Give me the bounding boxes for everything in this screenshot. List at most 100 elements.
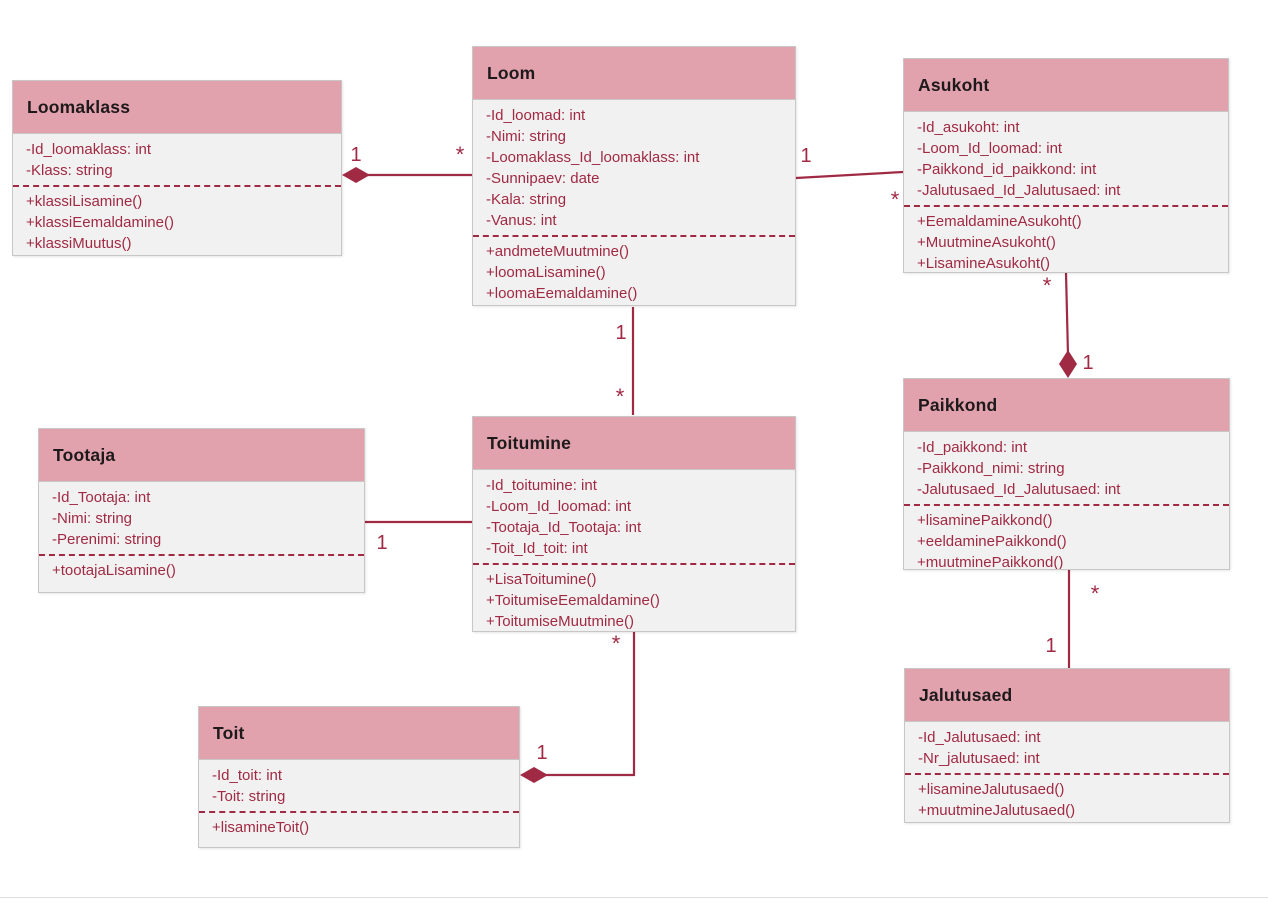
class-title: Toit — [213, 722, 245, 743]
member-row: +lisaminePaikkond() — [917, 512, 1053, 529]
methods-section: +EemaldamineAsukoht()+MuutmineAsukoht()+… — [904, 211, 1228, 272]
class-tootaja[interactable]: Tootaja -Id_Tootaja: int-Nimi: string-Pe… — [38, 428, 365, 593]
member-row: -Sunnipaev: date — [486, 170, 600, 187]
member-separator — [905, 773, 1229, 775]
class-header: Paikkond — [904, 379, 1229, 432]
connector-tootaja-toitumine[interactable]: 1 — [365, 520, 472, 554]
member-row: -Id_loomad: int — [486, 107, 586, 124]
member-row: -Paikkond_id_paikkond: int — [917, 161, 1097, 178]
member-separator — [199, 811, 519, 813]
member-row: +EemaldamineAsukoht() — [917, 213, 1082, 230]
multiplicity-label: * — [456, 142, 465, 167]
multiplicity-label: 1 — [1082, 352, 1093, 374]
member-row: +eeldaminePaikkond() — [917, 533, 1067, 550]
methods-section: +tootajaLisamine() — [39, 560, 364, 581]
member-separator — [904, 504, 1229, 506]
multiplicity-label: 1 — [376, 532, 387, 554]
member-row: -Paikkond_nimi: string — [917, 460, 1065, 477]
attributes-section: -Id_asukoht: int -Loom_Id_loomad: int -Pai… — [904, 117, 1228, 201]
connector-asukoht-paikkond[interactable]: * 1 — [1043, 272, 1094, 378]
aggregation-diamond-icon — [520, 767, 548, 783]
member-row: +andmeteMuutmine() — [486, 243, 629, 260]
connector-loomaklass-loom[interactable]: 1 * — [342, 142, 472, 183]
member-separator — [473, 235, 795, 237]
member-row: +ToitumiseEemaldamine() — [486, 592, 660, 609]
member-row: -Id_asukoht: int — [917, 119, 1020, 136]
attributes-section: -Id_toitumine: int-Loom_Id_loomad: int-T… — [473, 475, 795, 559]
class-toitumine[interactable]: Toitumine -Id_toitumine: int-Loom_Id_loo… — [472, 416, 796, 632]
class-loom[interactable]: Loom -Id_loomad: int -Nimi: string -Loomak… — [472, 46, 796, 306]
member-row: -Nimi: string — [486, 128, 567, 145]
multiplicity-label: 1 — [536, 742, 547, 764]
class-jalutusaed[interactable]: Jalutusaed -Id_Jalutusaed: int-Nr_jalutu… — [904, 668, 1230, 823]
association-line[interactable] — [534, 632, 636, 777]
page-bottom-divider — [0, 897, 1268, 898]
member-row: -Jalutusaed_Id_Jalutusaed: int — [917, 481, 1121, 498]
class-body: -Id_toit: int -Toit: string +lisamineToit… — [199, 760, 519, 844]
class-loomaklass[interactable]: Loomaklass -Id_loomaklass: int-Klass: st… — [12, 80, 342, 256]
association-line[interactable] — [795, 170, 904, 180]
attributes-section: -Id_Tootaja: int-Nimi: string-Perenimi: … — [39, 487, 364, 550]
member-separator — [904, 205, 1228, 207]
class-title: Loom — [487, 62, 536, 83]
member-row: -Toit_Id_toit: int — [486, 540, 588, 557]
member-row: +loomaEemaldamine() — [486, 285, 638, 302]
association-line[interactable] — [1064, 272, 1070, 356]
class-title: Loomaklass — [27, 96, 131, 117]
methods-section: +lisaminePaikkond() +eeldaminePaikkond() +… — [904, 510, 1229, 570]
member-row: +tootajaLisamine() — [52, 562, 176, 579]
methods-section: +andmeteMuutmine() +loomaLisamine() +looma… — [473, 241, 795, 304]
connector-loom-asukoht[interactable]: 1 * — [795, 145, 904, 212]
methods-section: +klassiLisamine()+klassiEemaldamine()+kl… — [13, 191, 341, 254]
member-row: -Id_loomaklass: int — [26, 141, 152, 158]
methods-section: +LisaToitumine()+ToitumiseEemaldamine()+… — [473, 569, 795, 631]
class-toit[interactable]: Toit -Id_toit: int -Toit: string +lisamin… — [198, 706, 520, 848]
member-separator — [39, 554, 364, 556]
class-header: Jalutusaed — [905, 669, 1229, 722]
connector-loom-toitumine[interactable]: 1 * — [615, 307, 635, 415]
aggregation-diamond-icon — [342, 167, 370, 183]
multiplicity-label: * — [1091, 581, 1100, 606]
member-row: +lisamineToit() — [212, 819, 310, 836]
class-title: Toitumine — [487, 432, 572, 453]
attributes-section: -Id_toit: int -Toit: string — [199, 765, 519, 807]
member-row: +ToitumiseMuutmine() — [486, 613, 634, 630]
class-title: Tootaja — [53, 444, 116, 465]
connector-paikkond-jalutusaed[interactable]: * 1 — [1045, 570, 1100, 668]
multiplicity-label: * — [1043, 273, 1052, 298]
member-row: -Kala: string — [486, 191, 567, 208]
methods-section: +lisamineJalutusaed()+muutmineJalutusaed… — [905, 779, 1229, 821]
methods-section: +lisamineToit() — [199, 817, 519, 838]
connector-toitumine-toit[interactable]: * 1 — [520, 631, 636, 783]
class-body: -Id_Jalutusaed: int-Nr_jalutusaed: int +… — [905, 722, 1229, 822]
class-paikkond[interactable]: Paikkond -Id_paikkond: int-Paikkond_nimi… — [903, 378, 1230, 570]
member-row: -Loomaklass_Id_loomaklass: int — [486, 149, 700, 166]
class-body: -Id_toitumine: int-Loom_Id_loomad: int-T… — [473, 470, 795, 631]
member-row: +klassiLisamine() — [26, 193, 143, 210]
class-header: Tootaja — [39, 429, 364, 482]
member-row: -Nimi: string — [52, 510, 133, 527]
member-row: -Toit: string — [212, 788, 286, 805]
member-row: -Vanus: int — [486, 212, 557, 229]
class-asukoht[interactable]: Asukoht -Id_asukoht: int -Loom_Id_loomad:… — [903, 58, 1229, 273]
member-row: -Tootaja_Id_Tootaja: int — [486, 519, 642, 536]
multiplicity-label: 1 — [800, 145, 811, 167]
multiplicity-label: * — [891, 187, 900, 212]
class-title: Asukoht — [918, 74, 990, 95]
class-header: Asukoht — [904, 59, 1228, 112]
attributes-section: -Id_paikkond: int-Paikkond_nimi: string-… — [904, 437, 1229, 500]
class-body: -Id_asukoht: int -Loom_Id_loomad: int -Pai… — [904, 112, 1228, 272]
class-title: Jalutusaed — [919, 684, 1013, 705]
attributes-section: -Id_loomaklass: int-Klass: string — [13, 139, 341, 181]
member-row: -Loom_Id_loomad: int — [917, 140, 1063, 157]
member-row: +lisamineJalutusaed() — [918, 781, 1065, 798]
class-body: -Id_paikkond: int-Paikkond_nimi: string-… — [904, 432, 1229, 570]
class-body: -Id_Tootaja: int-Nimi: string-Perenimi: … — [39, 482, 364, 587]
member-row: +loomaLisamine() — [486, 264, 606, 281]
member-row: +klassiMuutus() — [26, 235, 132, 252]
attributes-section: -Id_loomad: int -Nimi: string -Loomaklass_… — [473, 105, 795, 231]
multiplicity-label: 1 — [615, 322, 626, 344]
member-row: +muutminePaikkond() — [917, 554, 1064, 570]
member-row: -Id_toit: int — [212, 767, 283, 784]
